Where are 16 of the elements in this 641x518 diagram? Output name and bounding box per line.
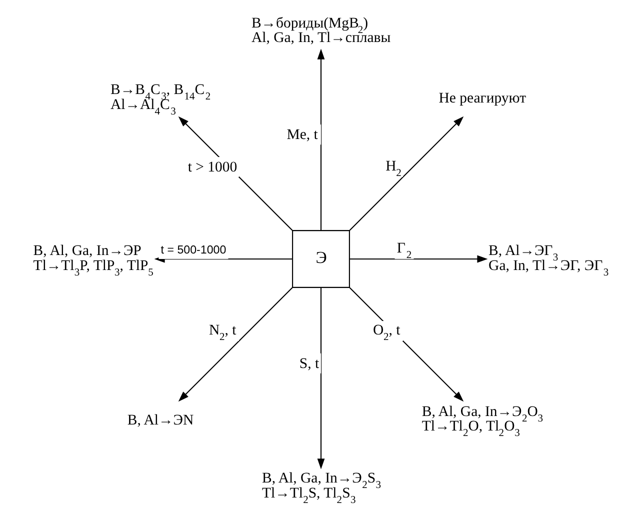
edge-label: Me, t <box>286 126 318 143</box>
edge-label: H$_{2}$ <box>385 158 401 179</box>
edge-label: O$_{2}$, t <box>372 322 400 343</box>
edge-label: N$_{2}$, t <box>208 322 236 343</box>
edge-label: t = 500-1000 <box>160 244 226 257</box>
node-text: B, Al→ЭN <box>126 412 194 428</box>
node-text: B, Al→ЭГ$_{3}$ Ga, In, Tl→ЭГ, ЭГ$_{3}$ <box>488 242 608 278</box>
edge-label: S, t <box>298 356 319 372</box>
node-text: B, Al, Ga, In→Э$_{2}$O$_{3}$ Tl→Tl$_{2}$O, Tl$_{2}$O$_{3}$ <box>421 404 543 440</box>
node-text: B→B$_{4}$C$_{3}$, B$_{14}$C$_{2}$ Al→Al$_{4}$C$_{3}$ <box>110 82 210 118</box>
node-text: B, Al, Ga, In→ЭP Tl→Tl$_{3}$P, TlP$_{3}$, TlP$_{5}$ <box>32 242 153 278</box>
node-text: B, Al, Ga, In→Э$_{2}$S$_{3}$ Tl→Tl$_{2}$S, Tl$_{2}$S$_{3}$ <box>261 470 381 506</box>
edge-label: Г$_{2}$ <box>396 240 412 261</box>
node-text: Не реагируют <box>438 90 526 106</box>
node-text: B→бориды(MgB$_{2}$) Al, Ga, In, Tl→сплавы <box>250 15 390 46</box>
edge-label: t > 1000 <box>187 159 237 176</box>
